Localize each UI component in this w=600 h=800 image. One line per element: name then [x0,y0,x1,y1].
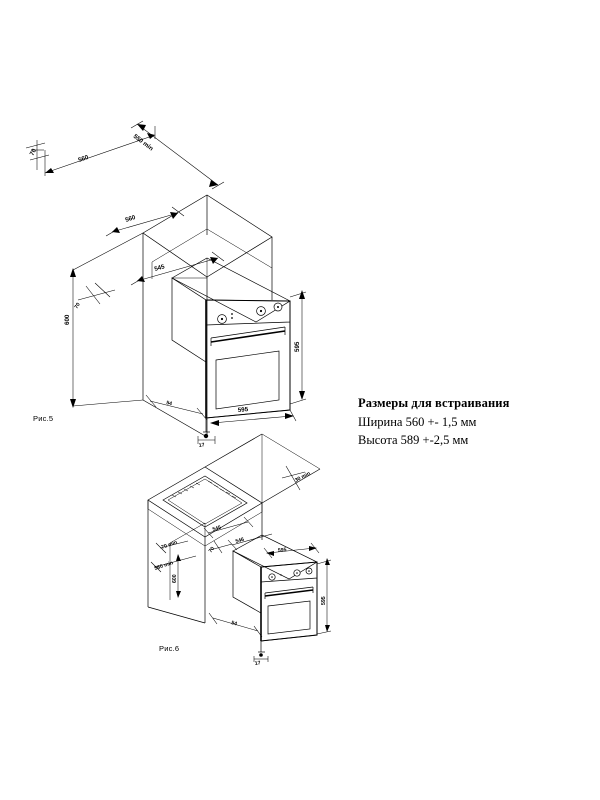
spec-width-line: Ширина 560 +- 1,5 мм [358,415,477,430]
spec-height-line: Высота 589 +-2,5 мм [358,433,469,448]
fig6-dim-545-label: 545 [212,525,222,533]
fig5-dim-600-vertical: 600 [64,232,144,408]
fig6-oven-foot-marker [259,653,263,657]
fig6-dim-54-label: 54 [231,620,238,627]
fig5-top-dimension-chain: 70 560 550 min [25,120,225,190]
fig6-dim-70-label: 70 [208,546,216,554]
fig6-dim-595-height-label: 595 [321,596,327,605]
fig6-dim-70min: 70 min [155,540,189,554]
fig5-dim-560-top: 560 [77,154,90,164]
fig5-dim-oven-height: 595 [289,290,307,405]
figure-5-caption: Рис.5 [33,414,54,423]
fig6-dim-70: 70 [208,540,233,554]
spec-title: Размеры для встраивания [358,396,510,410]
fig5-dim-17-label: 17 [198,442,205,449]
fig6-dim-54: 54 [208,612,263,638]
fig5-dim-560-niche: 560 [124,214,137,224]
fig5-cabinet [142,194,273,438]
fig6-dim-17: 17 [253,656,269,667]
oven-foot-marker [203,433,209,439]
figure-5-group: 70 560 550 min [25,120,307,449]
fig5-dim-17: 17 [197,436,216,449]
fig6-dim-600: 600 [172,554,181,598]
fig6-base-cabinet [147,433,321,624]
fig5-dim-niche-545: 545 [130,251,225,286]
fig5-dim-70-top: 70 [29,147,39,157]
figure-6-group: 30 min 70 min 560 min 545 [147,433,332,667]
fig5-dim-595-width: 595 [238,406,249,414]
fig5-dim-70-mid-label: 70 [74,302,82,310]
fig5-dim-54: 54 [145,394,208,421]
fig6-dim-595-height: 595 [316,558,332,635]
fig5-dim-oven-width: 595 [210,406,297,426]
fig5-dim-54-label: 54 [166,400,173,407]
fig5-dim-545: 545 [154,263,166,273]
figure-6-caption: Рис.6 [159,644,180,653]
fig6-dim-546-label: 546 [235,537,245,545]
fig6-dim-560min-label: 560 min [154,560,174,572]
fig6-oven [232,534,318,657]
fig6-dim-70min-label: 70 min [161,540,178,551]
installation-dimensions-block: Размеры для встраивания Ширина 560 +- 1,… [358,394,588,449]
fig6-dim-546: 546 [227,533,273,551]
fig6-dim-560min: 560 min [150,555,197,573]
fig6-dim-17-label: 17 [254,660,261,667]
fig6-dim-545: 545 [203,516,254,539]
fig5-dim-70-mid: 70 [74,282,116,310]
fig6-dim-600-label: 600 [172,574,178,583]
fig5-dim-niche-560: 560 [105,206,185,237]
fig5-dim-600: 600 [64,314,71,325]
fig6-dim-595-top-label: 595 [278,547,287,554]
fig6-dim-30min: 30 min [281,465,311,491]
fig5-dim-595-height: 595 [294,341,301,352]
fig6-dim-595-top: 595 [263,542,320,559]
